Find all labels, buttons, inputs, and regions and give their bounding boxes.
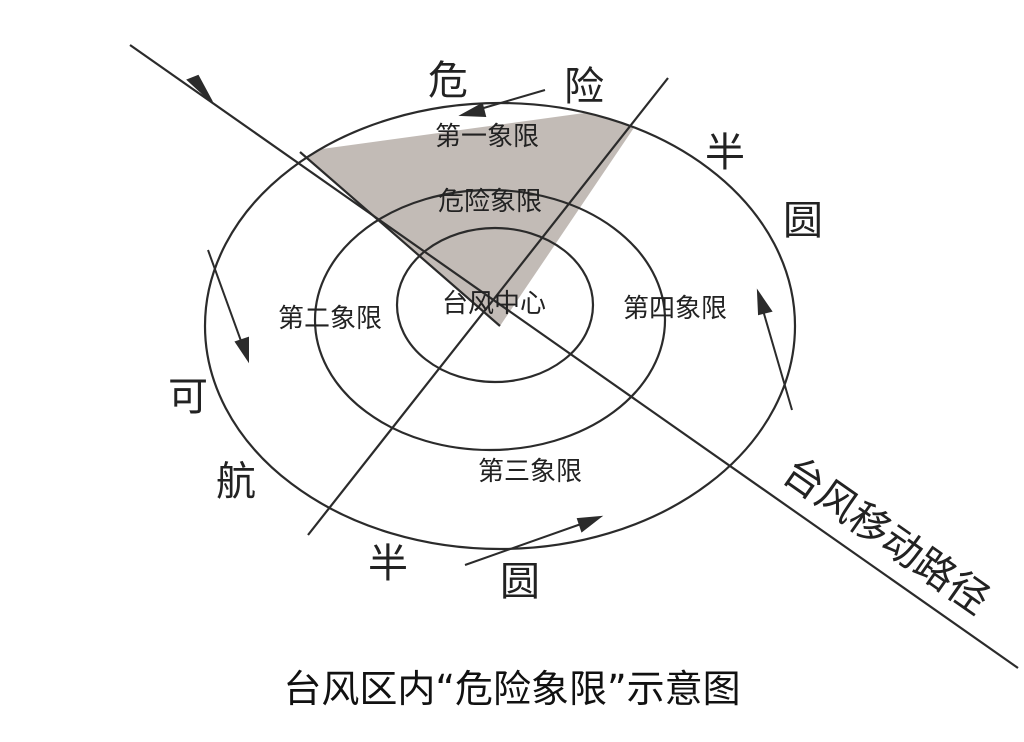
danger-semicircle-char-2: 险	[564, 64, 604, 110]
arrow-bottom-icon	[464, 515, 604, 566]
danger-semicircle-char-1: 危	[428, 58, 468, 104]
danger-quadrant-label: 危险象限	[438, 187, 542, 217]
navigable-semicircle-char-3: 半	[368, 541, 408, 587]
danger-semicircle-char-3: 半	[705, 130, 745, 176]
danger-quadrant-wedge	[300, 104, 650, 326]
typhoon-path-label: 台风移动路径	[774, 449, 997, 624]
center-label: 台风中心	[442, 289, 546, 319]
quadrant-4-label: 第四象限	[623, 294, 727, 324]
quadrant-2-label: 第二象限	[278, 304, 382, 334]
typhoon-path-line	[129, 44, 1019, 669]
navigable-semicircle-char-4: 圆	[500, 559, 540, 605]
danger-semicircle-char-4: 圆	[783, 198, 823, 244]
arrow-left-icon	[207, 249, 249, 364]
navigable-semicircle-char-1: 可	[168, 374, 208, 420]
inner-ring	[395, 226, 595, 384]
quadrant-divider-line	[307, 77, 669, 536]
navigable-semicircle-char-2: 航	[216, 459, 256, 505]
middle-ring	[313, 188, 667, 452]
quadrant-3-label: 第三象限	[478, 457, 582, 487]
arrow-path-icon	[186, 74, 213, 103]
diagram-caption: 台风区内“危险象限”示意图	[283, 667, 740, 711]
wedge-edge-line	[299, 151, 501, 327]
arrow-right-icon	[756, 288, 793, 411]
arrow-top-icon	[458, 89, 546, 118]
quadrant-1-label: 第一象限	[435, 122, 539, 152]
